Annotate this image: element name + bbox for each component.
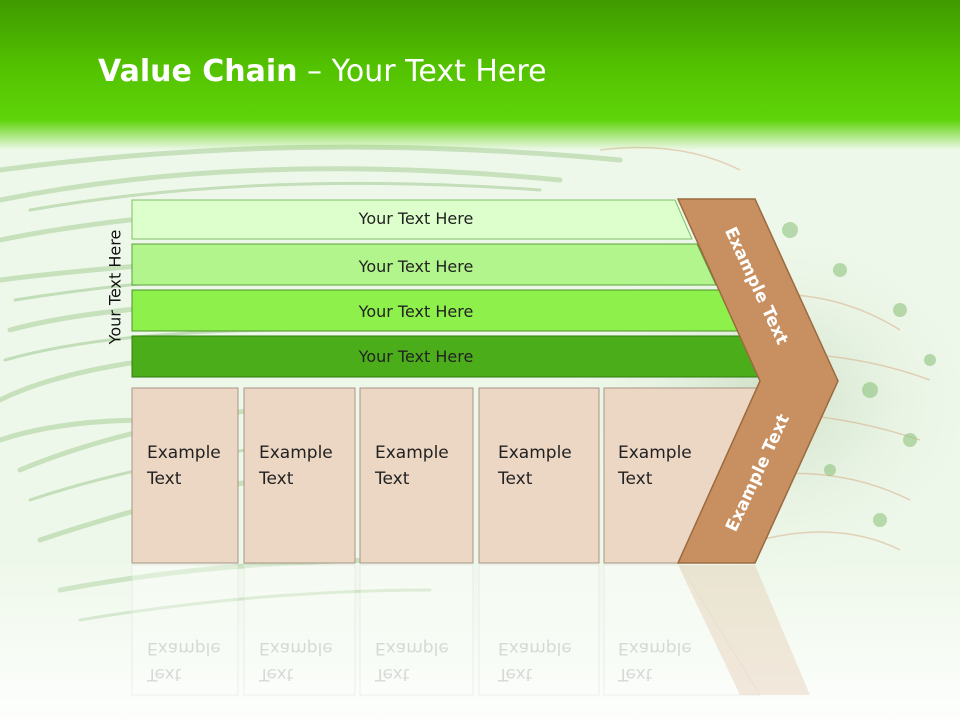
cell-3-reflection-line1: Example (375, 638, 449, 658)
cell-5-reflection-line1: Example (618, 638, 692, 658)
cell-1-line1: Example (147, 443, 221, 463)
band-3-label: Your Text Here (358, 302, 474, 321)
chevron-arrow (676, 198, 839, 564)
cell-2-line1: Example (259, 443, 333, 463)
title-bold: Value Chain (98, 54, 298, 89)
cell-4-reflection: Text Example (498, 635, 572, 687)
cell-5-text: Example Text (618, 440, 692, 492)
cell-4-reflection-line1: Example (498, 638, 572, 658)
band-2-label: Your Text Here (358, 257, 474, 276)
cell-3-reflection-line2: Text (375, 664, 410, 684)
cell-2-line2: Text (259, 469, 294, 489)
cell-5-line2: Text (618, 469, 653, 489)
cell-3-line1: Example (375, 443, 449, 463)
cell-3-reflection: Text Example (375, 635, 449, 687)
band-4-label: Your Text Here (358, 347, 474, 366)
slide-title: Value Chain – Your Text Here (98, 54, 547, 89)
cell-4 (478, 387, 600, 564)
cell-2-reflection-line1: Example (259, 638, 333, 658)
cell-3-line2: Text (375, 469, 410, 489)
band-1-label: Your Text Here (358, 209, 474, 228)
cell-5-reflection: Text Example (618, 635, 692, 687)
cell-1-reflection: Text Example (147, 635, 221, 687)
cell-2 (243, 387, 356, 564)
cell-4-text: Example Text (498, 440, 572, 492)
cell-4-reflection-line2: Text (498, 664, 533, 684)
cell-3-text: Example Text (375, 440, 449, 492)
cell-1-line2: Text (147, 469, 182, 489)
cell-1-reflection-line1: Example (147, 638, 221, 658)
cell-2-reflection: Text Example (259, 635, 333, 687)
cell-4-line1: Example (498, 443, 572, 463)
cell-1-text: Example Text (147, 440, 221, 492)
cell-4-line2: Text (498, 469, 533, 489)
title-rest: – Your Text Here (297, 54, 547, 89)
header-band (0, 0, 960, 150)
cell-2-reflection-line2: Text (259, 664, 294, 684)
cell-5-reflection-line2: Text (618, 664, 653, 684)
cell-5-line1: Example (618, 443, 692, 463)
cell-1-reflection-line2: Text (147, 664, 182, 684)
cell-2-text: Example Text (259, 440, 333, 492)
cell-1 (131, 387, 239, 564)
band-1 (131, 199, 693, 240)
cell-3 (359, 387, 474, 564)
